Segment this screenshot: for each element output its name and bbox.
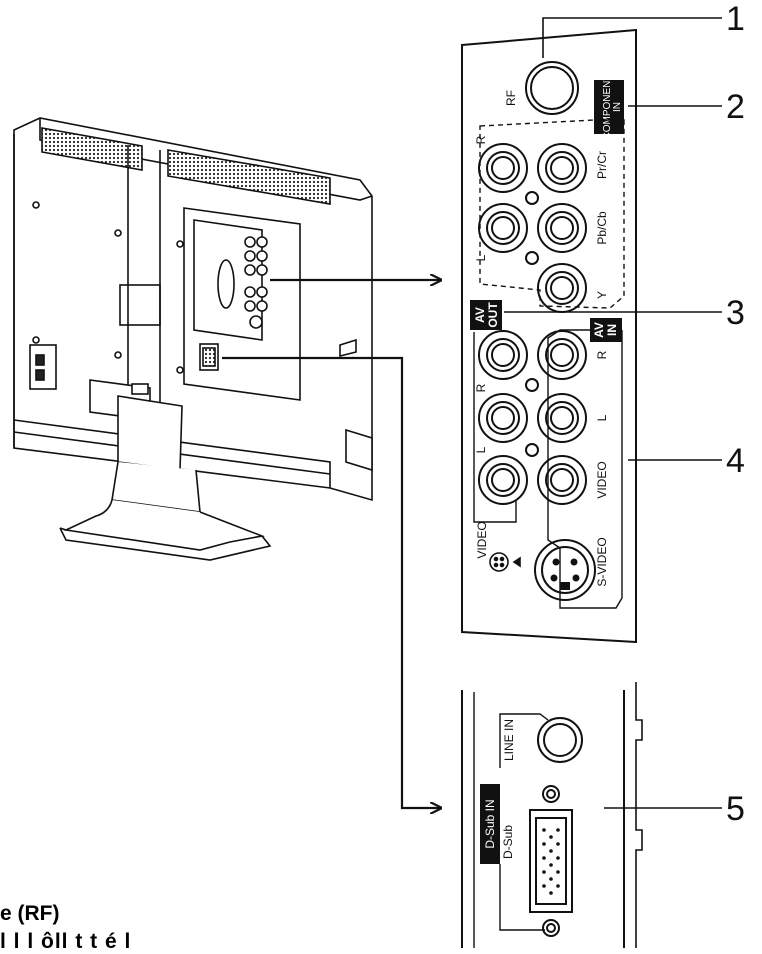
s-video-label: S-VIDEO: [595, 537, 609, 586]
callout-5: 5: [726, 790, 745, 828]
av-in-label-1: AV: [592, 322, 606, 338]
av-out-label-1: AV: [473, 307, 487, 323]
av-in-r-label: R: [595, 350, 609, 359]
caption-line-1: e (RF): [0, 902, 60, 925]
av-in-r-jack: [537, 330, 587, 380]
av-out-r-label: R: [474, 383, 488, 392]
dsub-label: D-Sub: [501, 825, 515, 859]
av-out-video-jack: [478, 455, 528, 505]
dsub-in-badge: [480, 784, 500, 864]
av-in-badge: [590, 318, 622, 342]
dsub-connector-panel: LINE IN D-Sub IN D-Sub: [461, 682, 643, 948]
component-pb-jack: [537, 203, 587, 253]
tv-rear-illustration: [13, 117, 373, 561]
arrow-to-dsub-panel: [222, 356, 440, 808]
s-video-jack: [534, 539, 596, 601]
dsub-in-label: D-Sub IN: [483, 799, 497, 848]
av-in-video-jack: [537, 455, 587, 505]
component-in-label-2: IN: [612, 102, 623, 112]
rf-jack: [525, 61, 579, 115]
av-out-l-label: L: [474, 446, 488, 453]
av-in-video-label: VIDEO: [595, 461, 609, 498]
rf-label: RF: [504, 90, 518, 106]
av-out-video-label: VIDEO: [475, 521, 489, 558]
dsub-port: [529, 785, 573, 937]
component-pr-jack: [537, 143, 587, 193]
av-out-r-jack: [478, 330, 528, 380]
line-in-jack: [537, 717, 583, 763]
s-video-symbol-icon: [489, 552, 521, 572]
callout-1: 1: [726, 0, 745, 38]
line-in-label: LINE IN: [502, 719, 516, 761]
component-in-badge: [594, 80, 624, 134]
av-out-label-2: OUT: [486, 302, 500, 328]
av-out-l-jack: [478, 393, 528, 443]
av-out-badge: [470, 300, 502, 330]
component-in-label-1: COMPONENT: [602, 75, 613, 140]
pr-cr-label: Pr/Cr: [595, 151, 609, 179]
callout-4: 4: [726, 442, 745, 480]
component-l-label: L: [474, 254, 488, 261]
dsub-pins: [542, 828, 560, 895]
component-r-jack: [478, 143, 528, 193]
pb-cb-label: Pb/Cb: [595, 211, 609, 245]
caption-line-2: l l l ôll t t é l: [0, 930, 132, 953]
callout-3: 3: [726, 294, 745, 332]
callout-leaders: [504, 17, 722, 809]
av-connector-panel: RF COMPONENT IN R Pr/Cr L Pb: [461, 28, 637, 644]
callout-2: 2: [726, 88, 745, 126]
av-in-l-jack: [537, 393, 587, 443]
component-l-jack: [478, 203, 528, 253]
av-in-label-2: IN: [605, 324, 619, 336]
y-label: Y: [595, 291, 609, 299]
av-in-l-label: L: [595, 414, 609, 421]
connection-arrows: [222, 280, 440, 808]
component-r-label: R: [474, 135, 488, 144]
